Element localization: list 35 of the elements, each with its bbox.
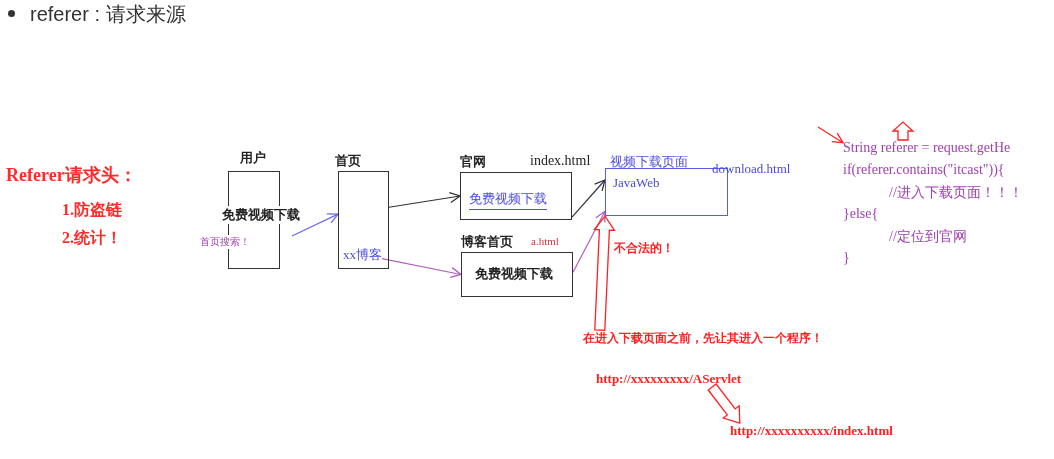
- heading: referer : 请求来源: [30, 2, 186, 27]
- file-name: a.html: [531, 235, 559, 247]
- list-item: 2.统计！: [62, 228, 122, 248]
- box-heading: 首页: [335, 152, 361, 170]
- arrow: [381, 258, 462, 279]
- link-text: 免费视频下载: [469, 190, 547, 210]
- code-line: }else{: [843, 206, 880, 223]
- box-heading: 博客首页: [461, 233, 513, 251]
- code-line: }: [843, 250, 851, 267]
- link-text: xx博客: [343, 246, 382, 264]
- side-heading: Referer请求头：: [6, 164, 137, 187]
- file-name: index.html: [530, 153, 591, 169]
- arrow: [817, 126, 844, 144]
- arrow: [388, 192, 461, 208]
- box-heading: 用户: [240, 149, 266, 167]
- arrow: [572, 210, 606, 273]
- code-line: //进入下载页面！！！: [888, 184, 1023, 202]
- link-text: JavaWeb: [613, 175, 660, 191]
- code-line: if(referer.contains("itcast")){: [843, 162, 1006, 179]
- hollow-arrow: [891, 121, 915, 141]
- link-text: http://xxxxxxxxx/AServlet: [596, 371, 742, 387]
- code-line: String referer = request.getHe: [843, 140, 1012, 157]
- hollow-arrow: [707, 383, 741, 424]
- code-line: //定位到官网: [888, 228, 968, 246]
- file-name: download.html: [712, 161, 791, 177]
- hollow-arrow: [593, 214, 616, 331]
- link-text: 免费视频下载: [475, 265, 553, 283]
- link-text: http://xxxxxxxxxx/index.html: [730, 423, 893, 439]
- list-item: 1.防盗链: [62, 200, 122, 220]
- link-text: 在进入下载页面之前，先让其进入一个程序！: [583, 330, 823, 347]
- arrow: [291, 213, 339, 237]
- box-heading: 视频下载页面: [610, 153, 688, 171]
- link-text: 免费视频下载: [222, 206, 300, 224]
- box-heading: 官网: [460, 153, 486, 171]
- arrow: [571, 179, 606, 218]
